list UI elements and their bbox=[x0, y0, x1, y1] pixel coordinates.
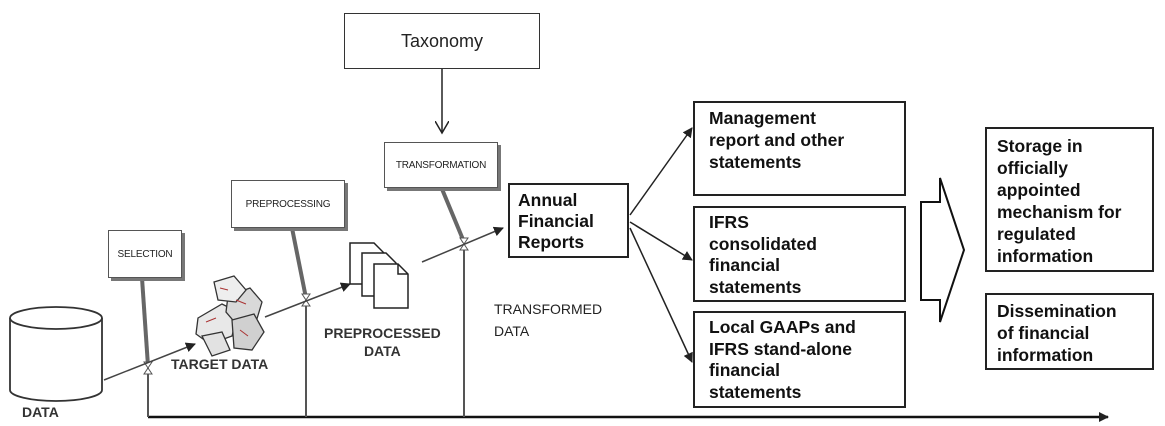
flow-arrow-2 bbox=[264, 282, 351, 318]
big-hollow-arrow bbox=[920, 177, 966, 323]
selection-stick bbox=[140, 277, 150, 367]
transformed-data-line2: DATA bbox=[494, 323, 530, 339]
taxonomy-label: Taxonomy bbox=[400, 30, 484, 51]
annual-financial-reports-box: Annual Financial Reports bbox=[508, 183, 629, 258]
target-data-papers-icon bbox=[195, 275, 265, 357]
dissemination-box: Dissemination of financial information bbox=[985, 293, 1154, 370]
transformed-data-line1: TRANSFORMED bbox=[494, 301, 603, 317]
management-report-box: Management report and other statements bbox=[693, 101, 906, 196]
preprocessing-label: PREPROCESSING bbox=[245, 198, 331, 210]
storage-box: Storage in officially appointed mechanis… bbox=[985, 127, 1154, 272]
dissemination-line1: Dissemination bbox=[997, 301, 1117, 321]
flow-arrow-1 bbox=[103, 342, 196, 381]
selection-label: SELECTION bbox=[117, 248, 173, 260]
taxonomy-box: Taxonomy bbox=[344, 13, 540, 69]
selection-marker bbox=[143, 361, 153, 375]
data-label: DATA bbox=[22, 404, 59, 420]
preprocessing-step-box: PREPROCESSING bbox=[231, 180, 345, 228]
storage-line3: appointed bbox=[997, 180, 1081, 200]
preprocessed-documents-icon bbox=[349, 242, 409, 309]
transformation-step-box: TRANSFORMATION bbox=[384, 142, 498, 188]
transformation-stick bbox=[440, 188, 466, 243]
ifrs-consolidated-line2: consolidated bbox=[709, 233, 817, 254]
ifrs-consolidated-line1: IFRS bbox=[709, 212, 749, 232]
transformed-data-label: TRANSFORMED DATA bbox=[494, 298, 602, 342]
annual-reports-line1: Annual bbox=[518, 190, 578, 210]
annual-reports-line2: Financial bbox=[518, 211, 594, 231]
storage-line4: mechanism for bbox=[997, 202, 1122, 222]
management-line2: report and other bbox=[709, 130, 845, 150]
ifrs-consolidated-line4: statements bbox=[709, 276, 802, 297]
local-gaap-line4: statements bbox=[709, 381, 802, 402]
branch-arrow-local bbox=[629, 227, 693, 363]
management-line3: statements bbox=[709, 152, 802, 172]
branch-arrow-ifrs bbox=[629, 221, 693, 261]
transformation-label: TRANSFORMATION bbox=[395, 159, 487, 171]
ifrs-consolidated-box: IFRS consolidated financial statements bbox=[693, 206, 906, 302]
storage-line5: regulated bbox=[997, 224, 1076, 244]
dissemination-line2: of financial bbox=[997, 323, 1090, 343]
selection-step-box: SELECTION bbox=[108, 230, 182, 278]
preprocessed-data-label: PREPROCESSED DATA bbox=[324, 324, 441, 360]
dissemination-line3: information bbox=[997, 345, 1094, 365]
storage-line1: Storage in bbox=[997, 136, 1083, 156]
local-gaap-box: Local GAAPs and IFRS stand-alone financi… bbox=[693, 311, 906, 408]
database-cylinder-icon bbox=[9, 306, 103, 402]
local-gaap-line1: Local GAAPs and bbox=[709, 317, 856, 337]
target-data-label: TARGET DATA bbox=[171, 356, 269, 372]
local-gaap-line2: IFRS stand-alone bbox=[709, 338, 852, 359]
storage-line6: information bbox=[997, 246, 1094, 266]
annual-reports-line3: Reports bbox=[518, 232, 585, 252]
preprocessed-data-line1: PREPROCESSED bbox=[324, 325, 441, 341]
branch-arrow-management bbox=[629, 127, 693, 216]
flow-arrow-3 bbox=[421, 226, 504, 263]
ifrs-consolidated-line3: financial bbox=[709, 255, 780, 275]
preprocessing-marker bbox=[301, 293, 311, 307]
preprocessed-data-line2: DATA bbox=[363, 343, 401, 359]
management-line1: Management bbox=[709, 108, 816, 128]
local-gaap-line3: financial bbox=[709, 360, 780, 380]
storage-line2: officially bbox=[997, 158, 1068, 178]
